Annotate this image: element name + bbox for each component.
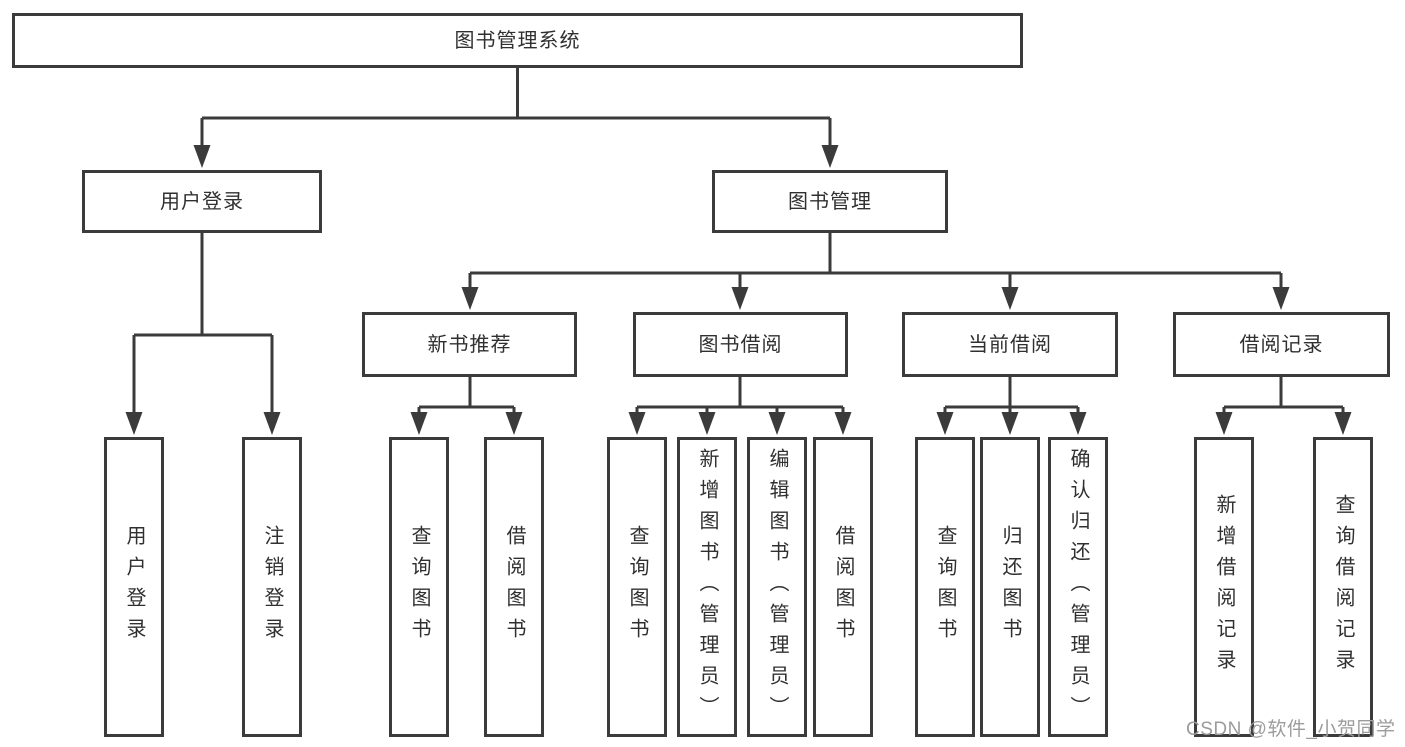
leaf-label: 归还图书 <box>999 525 1021 649</box>
leaf-query-book-current: 查询图书 <box>915 437 975 737</box>
node-borrow-record: 借阅记录 <box>1173 312 1390 377</box>
leaf-label: 确认归还（管理员） <box>1067 447 1089 727</box>
edge-borrow-record-to-leaves <box>1222 377 1345 414</box>
edge-new-book-to-leaves <box>417 377 516 414</box>
leaf-user-login: 用户登录 <box>104 437 164 737</box>
leaf-edit-book-admin: 编辑图书（管理员） <box>747 437 807 737</box>
node-label: 用户登录 <box>160 190 244 213</box>
leaf-query-book-recommend: 查询图书 <box>389 437 449 737</box>
leaf-query-borrow-record: 查询借阅记录 <box>1313 437 1373 737</box>
leaf-label: 新增借阅记录 <box>1213 494 1235 680</box>
leaf-logout: 注销登录 <box>242 437 302 737</box>
leaf-label: 编辑图书（管理员） <box>766 447 788 727</box>
node-library-management-system: 图书管理系统 <box>12 13 1023 68</box>
node-new-book-recommend: 新书推荐 <box>362 312 577 377</box>
leaf-label: 查询借阅记录 <box>1332 494 1354 680</box>
leaf-label: 用户登录 <box>123 525 145 649</box>
node-current-borrow: 当前借阅 <box>902 312 1118 377</box>
leaf-borrow-book-recommend: 借阅图书 <box>484 437 544 737</box>
edge-user-login-to-leaves <box>132 233 274 414</box>
leaf-label: 查询图书 <box>408 525 430 649</box>
leaf-label: 借阅图书 <box>503 525 525 649</box>
node-label: 当前借阅 <box>968 333 1052 356</box>
node-label: 借阅记录 <box>1239 333 1324 356</box>
leaf-label: 新增图书（管理员） <box>696 447 718 727</box>
leaf-add-borrow-record: 新增借阅记录 <box>1194 437 1254 737</box>
edge-current-borrow-to-leaves <box>943 377 1080 414</box>
leaf-query-book-borrow: 查询图书 <box>607 437 667 737</box>
node-label: 图书管理系统 <box>454 29 581 52</box>
node-label: 新书推荐 <box>427 333 512 356</box>
edge-root-to-level2 <box>200 68 832 150</box>
leaf-label: 查询图书 <box>934 525 956 649</box>
leaf-label: 借阅图书 <box>832 525 854 649</box>
leaf-label: 查询图书 <box>626 525 648 649</box>
leaf-return-book: 归还图书 <box>980 437 1040 737</box>
edge-book-management-to-level3 <box>468 233 1283 292</box>
csdn-watermark: CSDN @软件_小贺同学 <box>1186 719 1396 740</box>
node-book-borrow: 图书借阅 <box>633 312 848 377</box>
leaf-add-book-admin: 新增图书（管理员） <box>677 437 737 737</box>
node-book-management: 图书管理 <box>712 170 948 233</box>
node-label: 图书管理 <box>788 190 872 213</box>
leaf-label: 注销登录 <box>261 525 283 649</box>
edge-book-borrow-to-leaves <box>635 377 845 414</box>
leaf-confirm-return-admin: 确认归还（管理员） <box>1048 437 1108 737</box>
leaf-borrow-book: 借阅图书 <box>813 437 873 737</box>
node-label: 图书借阅 <box>698 333 783 356</box>
node-user-login: 用户登录 <box>82 170 322 233</box>
